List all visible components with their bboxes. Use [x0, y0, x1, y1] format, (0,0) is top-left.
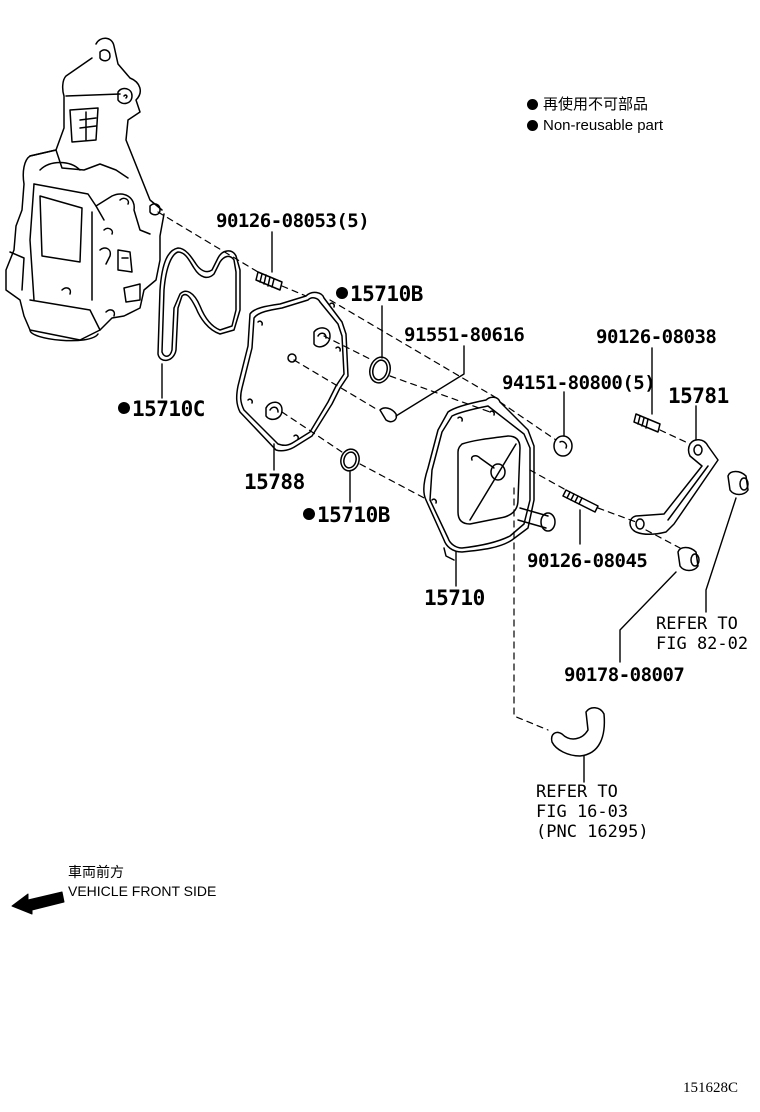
hose-illustration [550, 707, 606, 757]
bracket-15781-illustration [629, 439, 719, 536]
vehicle-front-side-label: 車両前方 VEHICLE FRONT SIDE [68, 863, 216, 901]
part-label-90126-08053[interactable]: 90126-08053(5) [216, 210, 370, 232]
reference-fig-16-03[interactable]: REFER TO FIG 16-03 (PNC 16295) [536, 782, 649, 842]
engine-housing-illustration [5, 37, 165, 342]
nut-94151-80800-illustration [553, 435, 573, 457]
o-ring-illustrations [340, 356, 391, 472]
part-label-15788[interactable]: 15788 [244, 470, 305, 494]
figure-id: 151628C [683, 1080, 739, 1096]
part-label-15781[interactable]: 15781 [668, 384, 729, 408]
part-number: 15710C [132, 397, 205, 421]
legend-text-en: Non-reusable part [543, 117, 664, 134]
reference-fig-82-02[interactable]: REFER TO FIG 82-02 [656, 614, 749, 654]
stud-90126-08045-illustration [562, 489, 599, 513]
part-label-15710c[interactable]: 15710C [118, 399, 205, 420]
cushion-90178-08007-illustration [677, 470, 749, 572]
legend-text-jp: 再使用不可部品 [543, 96, 649, 113]
legend: 再使用不可部品 Non-reusable part [527, 94, 663, 136]
plate-15788-illustration [235, 291, 349, 452]
gasket-15710c-illustration [157, 247, 241, 362]
alignment-dashed-lines [157, 211, 691, 731]
leader-lines [161, 231, 737, 783]
filled-circle-icon [527, 120, 538, 131]
legend-item-jp: 再使用不可部品 [527, 94, 663, 115]
part-label-90126-08038[interactable]: 90126-08038 [596, 326, 717, 348]
oil-cooler-15710-illustration [423, 396, 556, 561]
filled-circle-icon [527, 99, 538, 110]
part-label-15710b-top[interactable]: 15710B [336, 284, 423, 305]
part-label-94151-80800[interactable]: 94151-80800(5) [502, 372, 656, 394]
part-label-15710[interactable]: 15710 [424, 586, 485, 610]
part-label-90178-08007[interactable]: 90178-08007 [564, 664, 685, 686]
non-reusable-dot-icon [303, 508, 315, 520]
stud-90126-08038-illustration [633, 413, 661, 433]
part-label-91551-80616[interactable]: 91551-80616 [404, 324, 525, 346]
stud-bolt-90126-08053-illustration [255, 271, 283, 291]
non-reusable-dot-icon [336, 287, 348, 299]
plug-91551-80616-illustration [379, 407, 398, 423]
vehicle-front-en: VEHICLE FRONT SIDE [68, 883, 217, 899]
non-reusable-dot-icon [118, 402, 130, 414]
legend-item-en: Non-reusable part [527, 115, 663, 136]
part-number: 15710B [317, 503, 390, 527]
vehicle-front-jp: 車両前方 [68, 864, 124, 880]
part-label-15710b-bottom[interactable]: 15710B [303, 505, 390, 526]
part-label-90126-08045[interactable]: 90126-08045 [527, 550, 648, 572]
part-number: 15710B [350, 282, 423, 306]
arrow-left-icon [11, 891, 65, 915]
